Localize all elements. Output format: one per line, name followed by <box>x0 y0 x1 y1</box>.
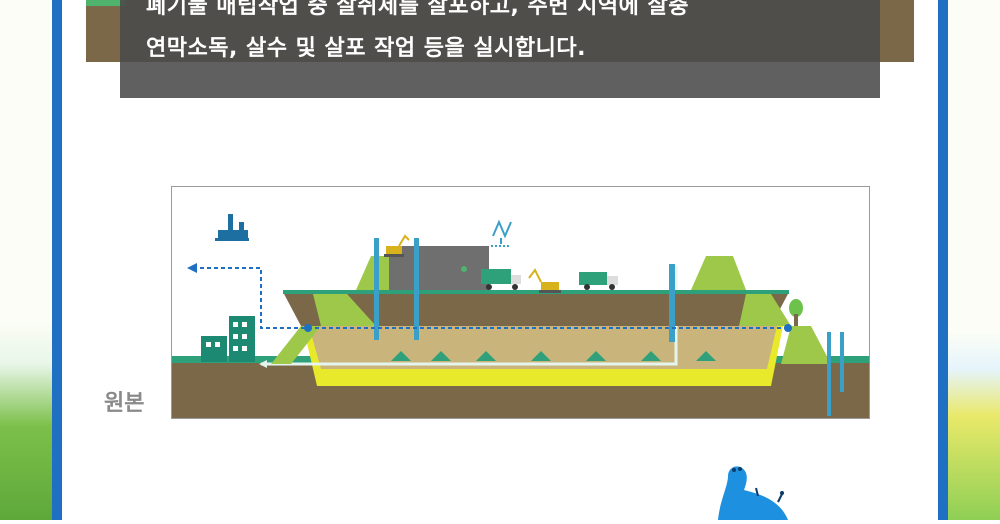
right-peak <box>691 256 746 290</box>
right-berm <box>739 294 791 326</box>
drainage-mounds <box>391 351 716 361</box>
mascot-icon <box>712 460 802 520</box>
original-label: 원본 <box>104 391 145 416</box>
sprinkler-icon <box>491 219 512 247</box>
background-scenery-right <box>948 0 1000 520</box>
waste-layer <box>309 326 777 369</box>
caption-line-2: 연막소독, 살수 및 살포 작업 등을 실시합니다. <box>146 36 586 61</box>
excavator-icon <box>384 234 410 257</box>
left-berm <box>313 294 376 326</box>
caption-band <box>120 0 880 98</box>
tree-icon <box>789 299 803 326</box>
caption-line-1: 폐기물 매립작업 중 살쥐제를 살포하고, 주변 지역에 살충 <box>146 0 689 19</box>
gas-collection-line <box>191 267 788 329</box>
cover-soil <box>283 292 789 326</box>
building-icon <box>201 316 255 362</box>
gas-vent-pipes <box>374 238 844 416</box>
dump-truck-icon <box>579 272 618 290</box>
excavator-icon <box>528 268 561 293</box>
dump-truck-icon <box>481 269 521 290</box>
factory-icon <box>215 214 249 241</box>
landfill-diagram <box>171 186 870 419</box>
right-slope <box>781 326 831 364</box>
left-slope <box>271 326 321 364</box>
background-scenery-left <box>0 0 52 520</box>
